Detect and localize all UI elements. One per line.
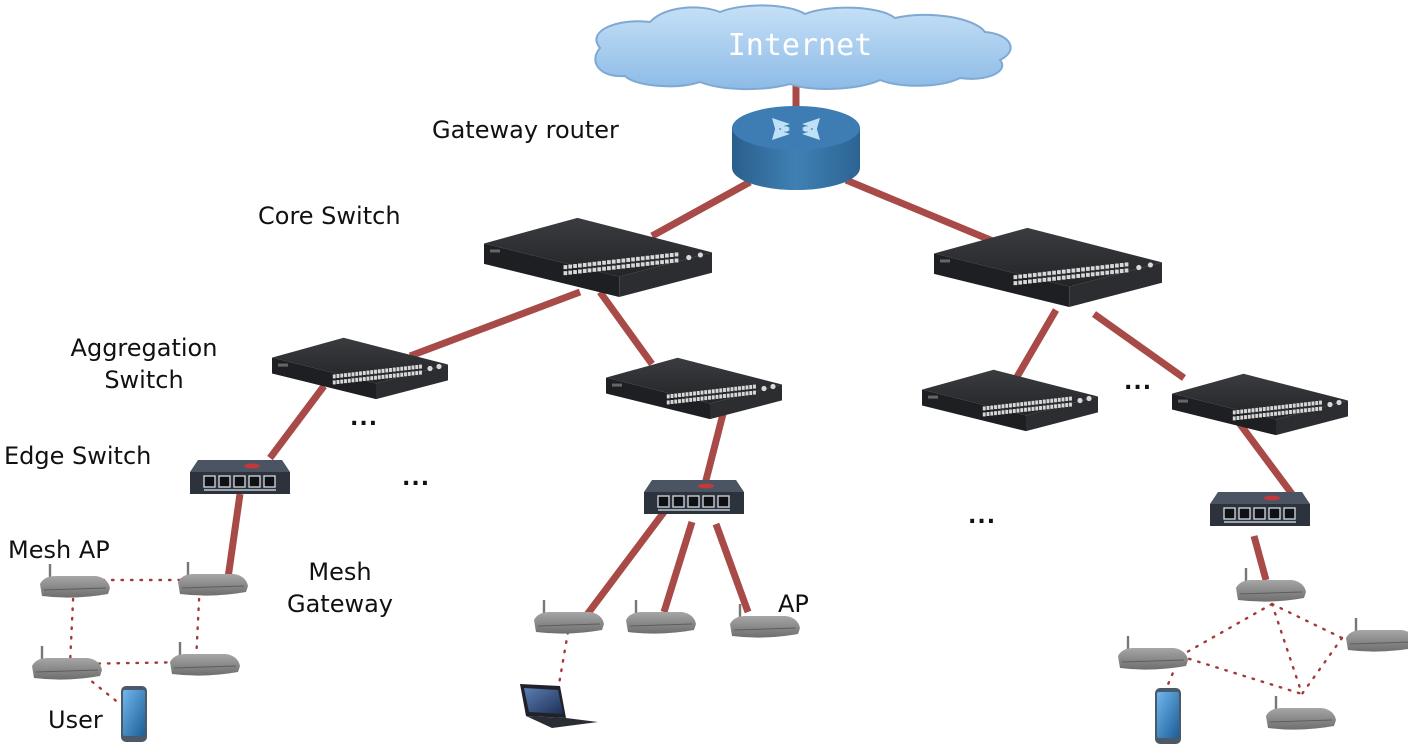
phone1-phone-icon bbox=[121, 686, 147, 742]
router-arrows-icon bbox=[772, 118, 820, 140]
wireless-link-ap_r2-ap_r3 bbox=[1300, 636, 1344, 696]
internet-cloud bbox=[594, 4, 1012, 91]
ellipsis-agg1-down: ... bbox=[402, 466, 431, 491]
wired-link-agg1-edge1 bbox=[267, 383, 327, 461]
edge-switch-label: Edge Switch bbox=[4, 442, 152, 470]
wireless-link-ap_r0-ap_r2 bbox=[1270, 602, 1344, 640]
wireless-link-ap_r0-ap_r3 bbox=[1270, 602, 1304, 696]
devices bbox=[32, 217, 1408, 744]
core-switch-label: Core Switch bbox=[258, 202, 401, 230]
mesh-ap-ap_r2 bbox=[1346, 618, 1408, 652]
edge2-edge-switch bbox=[644, 480, 744, 514]
agg3-switch bbox=[922, 369, 1098, 432]
mesh-gateway-label-line2: Gateway bbox=[286, 590, 394, 618]
mesh-ap-ap_r1 bbox=[1118, 636, 1188, 670]
wired-link-core1-agg2 bbox=[597, 289, 655, 367]
wired-link-core1-agg1 bbox=[408, 288, 582, 360]
agg1-switch bbox=[272, 337, 448, 400]
ellipsis-agg3-down: ... bbox=[968, 504, 997, 529]
wired-link-core2-agg4 bbox=[1091, 311, 1187, 381]
mesh-ap-ap_r3 bbox=[1266, 696, 1336, 730]
wireless-links bbox=[68, 578, 1344, 706]
core2-switch bbox=[934, 227, 1162, 308]
edge1-edge-switch bbox=[190, 460, 290, 494]
mesh-gateway-ap_r0 bbox=[1236, 568, 1306, 602]
ap-label: AP bbox=[778, 590, 809, 618]
internet-label: Internet bbox=[727, 28, 873, 63]
wireless-link-ap_a1-laptop1 bbox=[556, 630, 570, 692]
wireless-link-ap_r1-phone2 bbox=[1162, 654, 1182, 696]
wired-links bbox=[224, 86, 1295, 619]
cloud-icon bbox=[594, 4, 1012, 91]
phone2-phone-icon bbox=[1155, 688, 1181, 744]
wired-link-agg2-edge2 bbox=[700, 409, 728, 489]
mesh-gateway-label-line1: Mesh bbox=[308, 558, 372, 586]
mesh-ap-ap_m2 bbox=[32, 646, 102, 680]
wired-link-edge1-ap_mg bbox=[224, 493, 244, 579]
wired-link-edge2-ap_a3 bbox=[712, 522, 752, 614]
gateway-router bbox=[732, 106, 860, 190]
mesh-ap-ap_m1 bbox=[40, 564, 110, 598]
wired-link-core2-agg3 bbox=[1010, 308, 1060, 384]
ap-ap_a1 bbox=[534, 600, 604, 634]
mesh-ap-label: Mesh AP bbox=[8, 536, 110, 564]
ellipsis-agg1: ... bbox=[350, 406, 379, 431]
aggregation-switch-label-line2: Switch bbox=[104, 366, 184, 394]
ap-ap_a2 bbox=[626, 600, 696, 634]
wired-link-agg4-edge3 bbox=[1231, 413, 1295, 497]
laptop1-laptop-icon bbox=[520, 684, 598, 728]
agg2-switch bbox=[606, 357, 782, 420]
wired-link-edge3-ap_r0 bbox=[1250, 535, 1270, 581]
ap-ap_a3 bbox=[730, 604, 800, 638]
gateway-router-label: Gateway router bbox=[432, 116, 619, 144]
wireless-link-ap_mg-ap_m3 bbox=[194, 578, 202, 664]
wireless-link-ap_r0-ap_r1 bbox=[1178, 602, 1274, 658]
edge3-edge-switch bbox=[1210, 492, 1310, 526]
wired-link-gw-core1 bbox=[650, 178, 752, 240]
wired-link-gw-core2 bbox=[844, 176, 1002, 248]
ellipsis-core2: ... bbox=[1124, 370, 1153, 395]
wired-link-edge2-ap_a2 bbox=[660, 520, 696, 614]
mesh-gateway-ap_mg bbox=[178, 562, 248, 596]
aggregation-switch-label-line1: Aggregation bbox=[70, 334, 218, 362]
agg4-switch bbox=[1172, 373, 1348, 436]
mesh-ap-ap_m3 bbox=[170, 642, 240, 676]
core1-switch bbox=[484, 217, 712, 298]
wired-link-edge2-ap_a1 bbox=[583, 509, 667, 619]
wireless-link-ap_r1-ap_r3 bbox=[1178, 654, 1304, 696]
user-label: User bbox=[48, 706, 103, 734]
